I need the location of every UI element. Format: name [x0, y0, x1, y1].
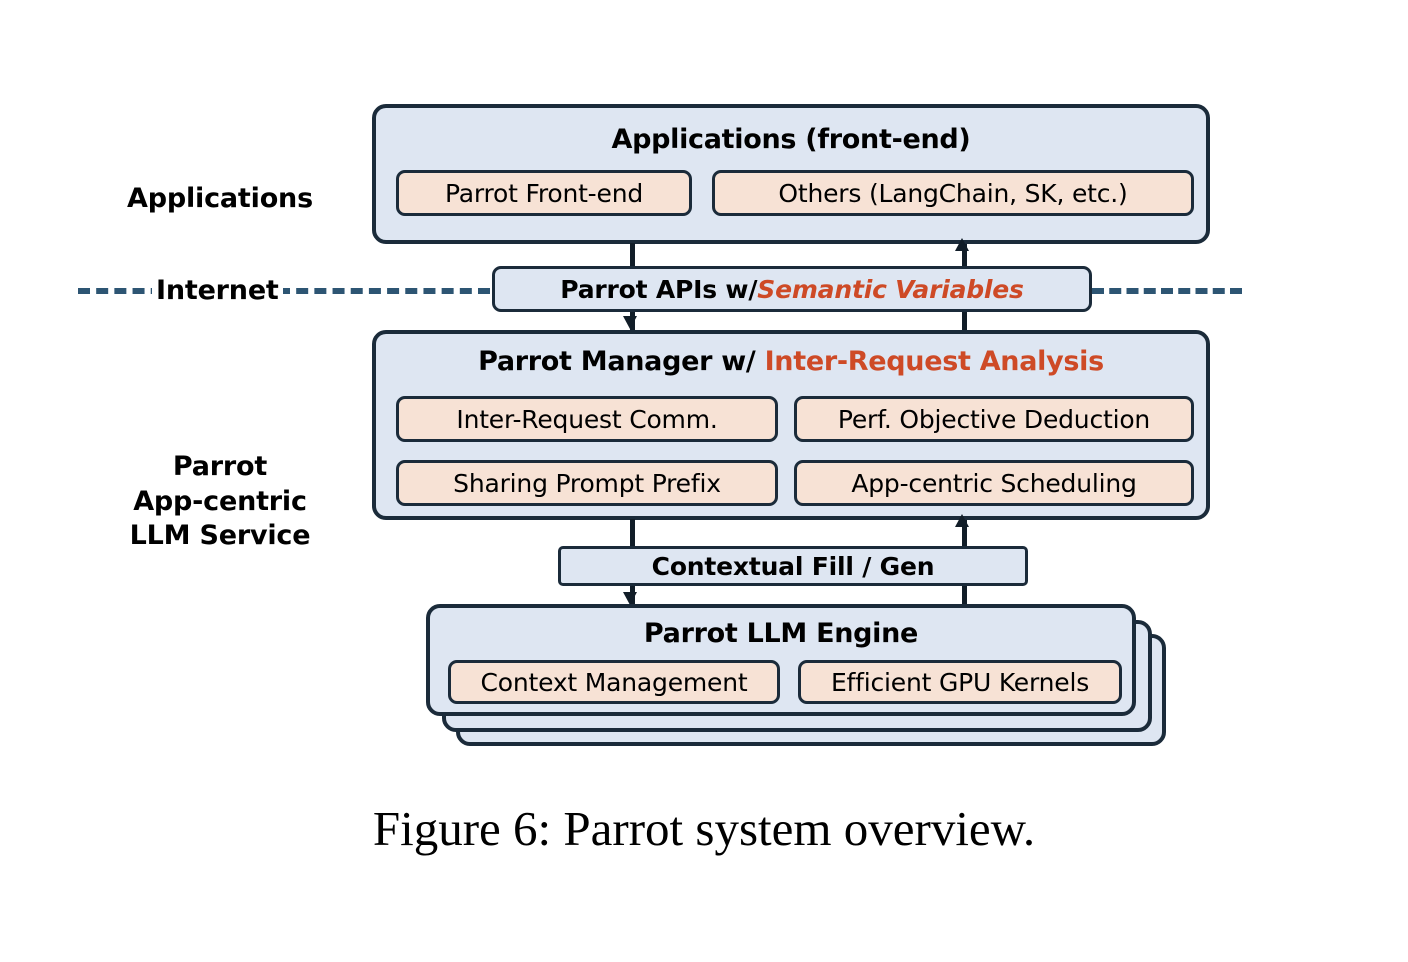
- arrow-down-icon: [623, 316, 637, 329]
- connector-engine-to-contextual: [962, 585, 967, 607]
- layer-applications[interactable]: Applications (front-end) Parrot Front-en…: [372, 104, 1210, 244]
- manager-title-accent: Inter-Request Analysis: [764, 346, 1105, 377]
- layer-title-parrot-llm-engine: Parrot LLM Engine: [643, 618, 919, 649]
- section-label-applications: Applications: [127, 183, 313, 214]
- component-inter-request-comm[interactable]: Inter-Request Comm.: [396, 396, 778, 442]
- section-label-parrot-service: Parrot App-centric LLM Service: [70, 450, 370, 554]
- component-perf-objective-deduction[interactable]: Perf. Objective Deduction: [794, 396, 1194, 442]
- internet-divider-left: [78, 288, 490, 294]
- component-parrot-front-end[interactable]: Parrot Front-end: [396, 170, 692, 216]
- component-efficient-gpu-kernels[interactable]: Efficient GPU Kernels: [798, 660, 1122, 704]
- connector-api-to-apps: [962, 244, 967, 268]
- connector-manager-to-contextual: [630, 519, 635, 548]
- section-label-line-1: Parrot: [172, 451, 268, 482]
- section-label-line-2: App-centric: [133, 485, 307, 517]
- api-bar-prefix: Parrot APIs w/: [560, 274, 758, 304]
- connector-apps-to-api: [630, 243, 635, 268]
- internet-divider-right: [1092, 288, 1242, 294]
- layer-title-applications: Applications (front-end): [611, 124, 971, 155]
- component-others-langchain-sk[interactable]: Others (LangChain, SK, etc.): [712, 170, 1194, 216]
- arrow-up-icon: [955, 514, 969, 527]
- section-label-line-3: LLM Service: [129, 520, 311, 552]
- contextual-fill-gen-bar[interactable]: Contextual Fill / Gen: [558, 546, 1028, 586]
- arrow-down-icon: [623, 592, 637, 605]
- component-app-centric-scheduling[interactable]: App-centric Scheduling: [794, 460, 1194, 506]
- api-bar-accent: Semantic Variables: [757, 274, 1024, 304]
- layer-parrot-llm-engine[interactable]: Parrot LLM Engine Context Management Eff…: [426, 604, 1136, 716]
- manager-title-prefix: Parrot Manager w/: [478, 346, 765, 377]
- parrot-apis-bar[interactable]: Parrot APIs w/ Semantic Variables: [492, 266, 1092, 312]
- layer-parrot-manager[interactable]: Parrot Manager w/ Inter-Request Analysis…: [372, 330, 1210, 520]
- component-sharing-prompt-prefix[interactable]: Sharing Prompt Prefix: [396, 460, 778, 506]
- figure-caption: Figure 6: Parrot system overview.: [372, 801, 1036, 856]
- connector-manager-to-api: [962, 311, 967, 333]
- component-context-management[interactable]: Context Management: [448, 660, 780, 704]
- internet-label: Internet: [152, 275, 283, 306]
- layer-title-parrot-manager: Parrot Manager w/ Inter-Request Analysis: [376, 346, 1206, 377]
- arrow-up-icon: [955, 238, 969, 251]
- connector-contextual-to-manager: [962, 520, 967, 547]
